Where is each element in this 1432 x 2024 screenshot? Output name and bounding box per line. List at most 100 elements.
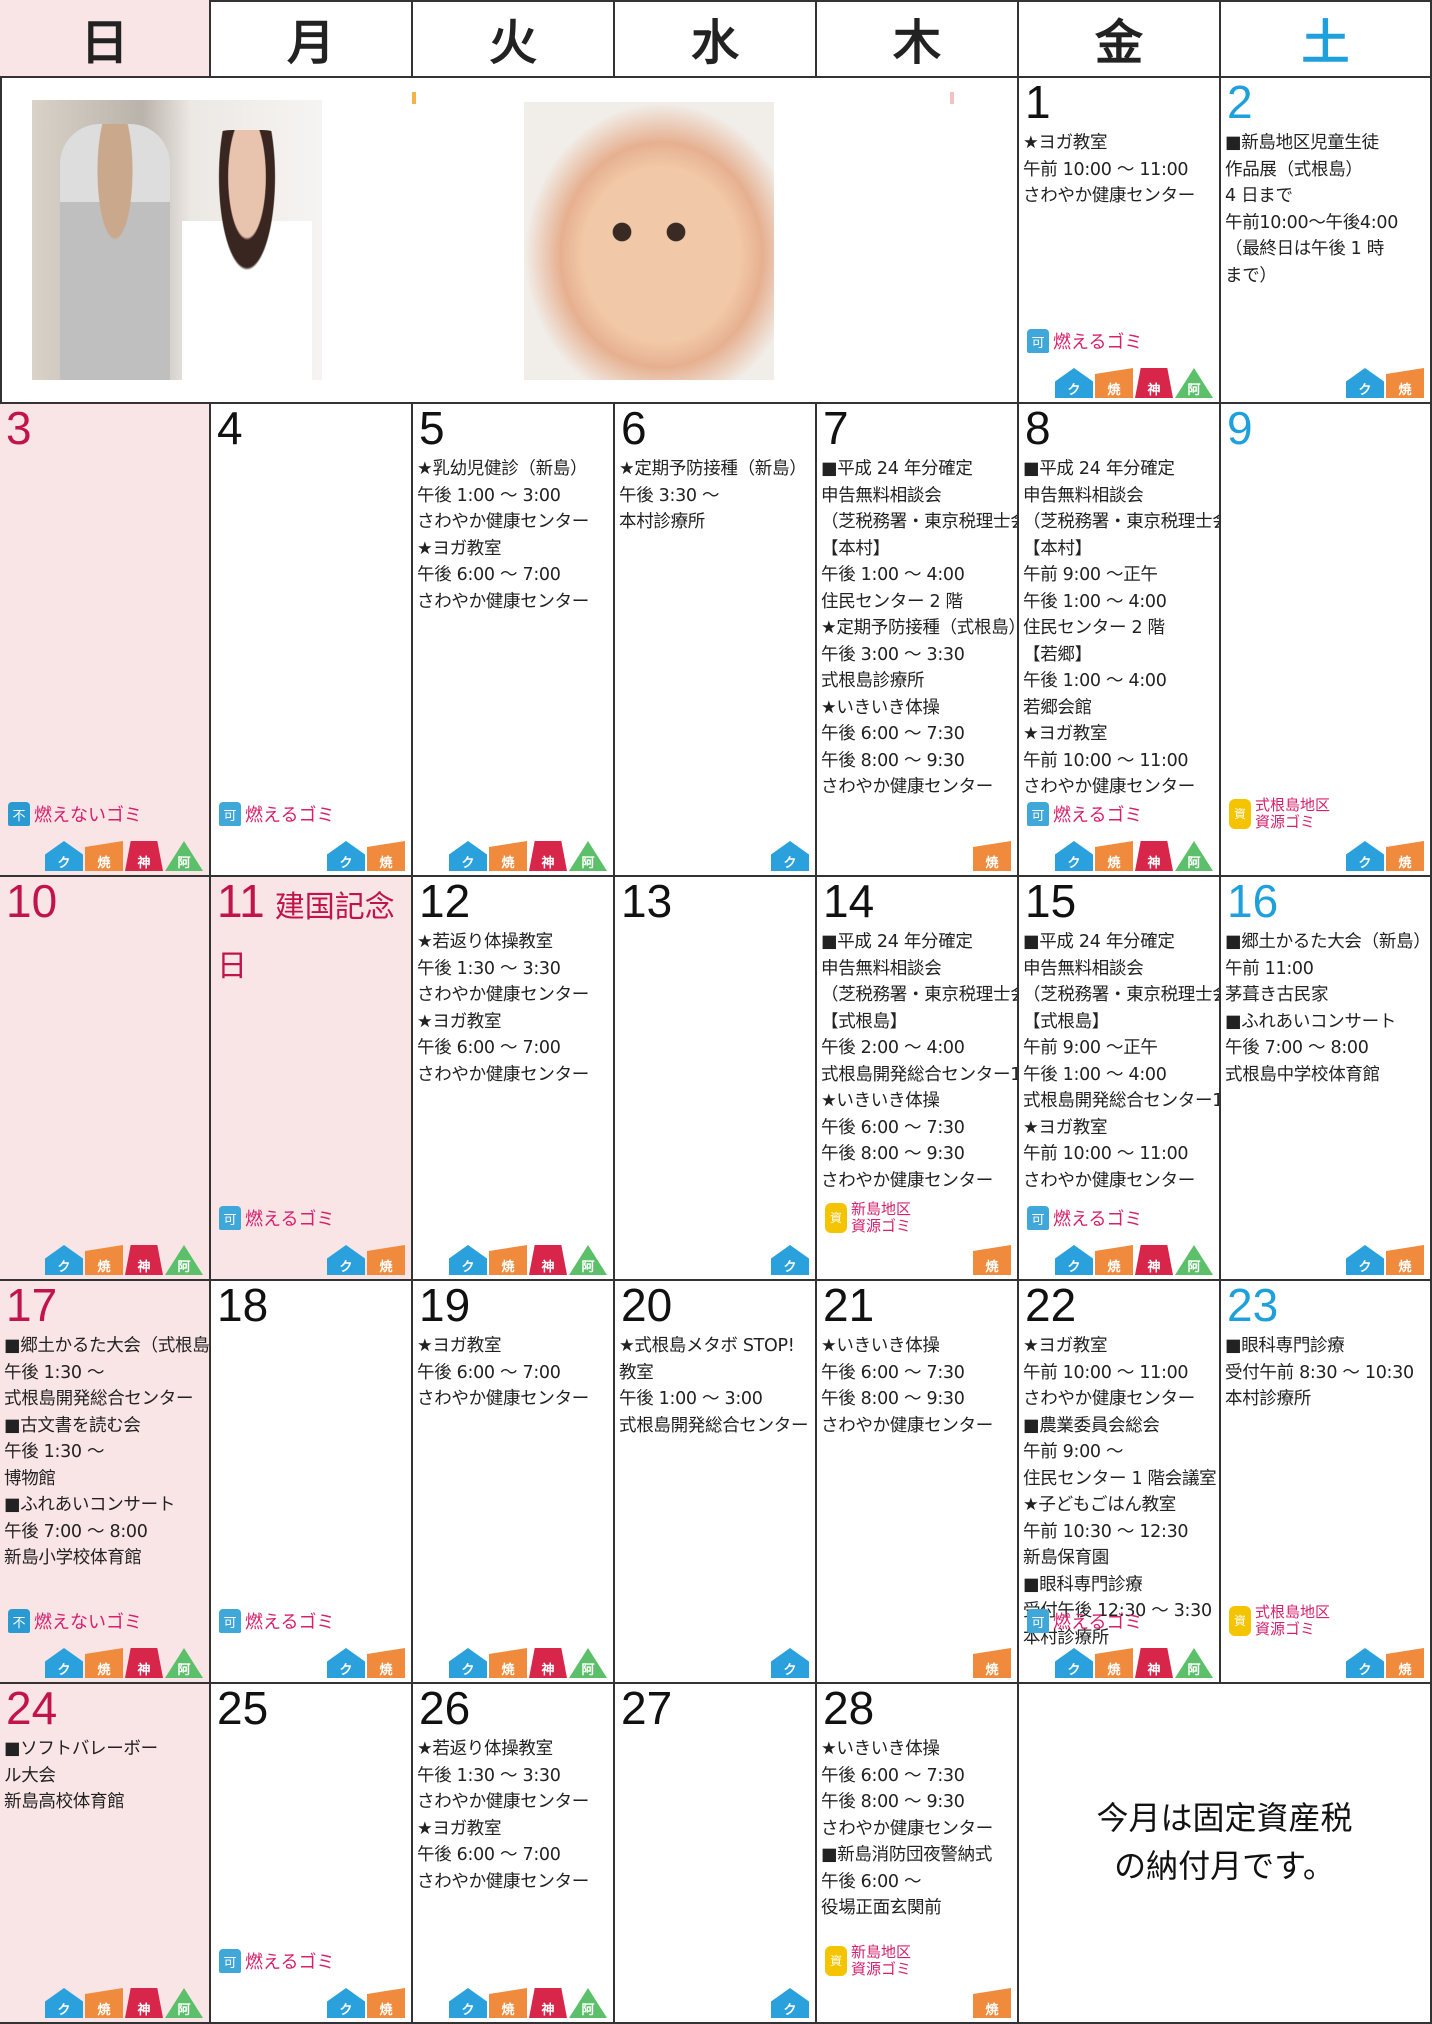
collection-icon-label: 神 bbox=[1147, 1663, 1161, 1678]
collection-icon-label: ク bbox=[57, 856, 71, 871]
day-number: 8 bbox=[1025, 404, 1051, 454]
collection-ya-icon: 焼 bbox=[489, 1245, 527, 1275]
day-cell: 21★いきいき体操 午後 6:00 ～ 7:30 午後 8:00 ～ 9:30 … bbox=[817, 1281, 1019, 1684]
resource-garbage: 資式根島地区 資源ゴミ bbox=[1229, 1604, 1330, 1638]
day-cell: 7■平成 24 年分確定 申告無料相談会 （芝税務署・東京税理士会） 【本村】 … bbox=[817, 404, 1019, 877]
collection-a-icon: 阿 bbox=[569, 1245, 607, 1275]
collection-ji-icon: 神 bbox=[1135, 1648, 1173, 1678]
collection-icon-label: ク bbox=[1358, 1260, 1372, 1275]
collection-icons: ク焼 bbox=[1346, 1245, 1424, 1275]
garbage-label: 燃えないゴミ bbox=[34, 805, 142, 826]
collection-ji-icon: 神 bbox=[125, 1648, 163, 1678]
day-number-text: 3 bbox=[6, 404, 32, 454]
day-number: 13 bbox=[621, 877, 672, 927]
collection-icon-label: 神 bbox=[137, 1663, 151, 1678]
collection-icon-label: 焼 bbox=[97, 1260, 111, 1275]
garbage-moeru: 可燃えるゴミ bbox=[1027, 801, 1142, 827]
collection-icon-label: 焼 bbox=[1107, 383, 1121, 398]
day-cell: 6★定期予防接種（新島） 午後 3:30 ～ 本村診療所ク bbox=[615, 404, 817, 877]
collection-ji-icon: 神 bbox=[529, 841, 567, 871]
day-cell: 1★ヨガ教室 午前 10:00 ～ 11:00 さわやか健康センター可燃えるゴミ… bbox=[1019, 78, 1221, 404]
collection-icon-label: 神 bbox=[1147, 1260, 1161, 1275]
day-number-text: 1 bbox=[1025, 78, 1051, 128]
burnable-garbage-icon: 可 bbox=[219, 1206, 241, 1230]
day-number: 10 bbox=[6, 877, 57, 927]
collection-icon-label: 焼 bbox=[501, 1260, 515, 1275]
collection-icons: ク bbox=[771, 1245, 809, 1275]
collection-ku-icon: ク bbox=[1346, 1245, 1384, 1275]
collection-icon-label: ク bbox=[57, 1663, 71, 1678]
day-number: 15 bbox=[1025, 877, 1076, 927]
collection-icon-label: ク bbox=[1358, 383, 1372, 398]
collection-icon-label: ク bbox=[461, 1260, 475, 1275]
garbage-label: 燃えるゴミ bbox=[1053, 332, 1143, 353]
day-number: 4 bbox=[217, 404, 243, 454]
garbage-moeru: 可燃えるゴミ bbox=[219, 1608, 334, 1634]
collection-icon-label: 焼 bbox=[1398, 383, 1412, 398]
collection-icons: ク bbox=[771, 841, 809, 871]
burnable-garbage-icon: 可 bbox=[1027, 1609, 1049, 1633]
collection-ya-icon: 焼 bbox=[85, 1245, 123, 1275]
collection-icon-label: 阿 bbox=[581, 2003, 595, 2018]
collection-icons: ク焼神阿 bbox=[1055, 1245, 1213, 1275]
day-events: ■郷土かるた大会（新島） 午前 11:00 茅葺き古民家 ■ふれあいコンサート … bbox=[1225, 932, 1431, 1085]
collection-ji-icon: 神 bbox=[125, 1245, 163, 1275]
collection-icon-label: 焼 bbox=[97, 1663, 111, 1678]
collection-icon-label: ク bbox=[1067, 383, 1081, 398]
collection-a-icon: 阿 bbox=[1175, 1648, 1213, 1678]
collection-icon-label: ク bbox=[461, 1663, 475, 1678]
day-number-text: 13 bbox=[621, 877, 673, 927]
collection-icon-label: ク bbox=[1067, 856, 1081, 871]
garbage-label: 燃えるゴミ bbox=[245, 1612, 335, 1633]
collection-ji-icon: 神 bbox=[1135, 1245, 1173, 1275]
collection-ya-icon: 焼 bbox=[1386, 1245, 1424, 1275]
collection-icon-label: 阿 bbox=[177, 1663, 191, 1678]
garbage-moenai: 不燃えないゴミ bbox=[8, 801, 142, 827]
collection-ku-icon: ク bbox=[449, 1245, 487, 1275]
collection-icon-label: 焼 bbox=[379, 1260, 393, 1275]
collection-ku-icon: ク bbox=[327, 1988, 365, 2018]
collection-a-icon: 阿 bbox=[1175, 1245, 1213, 1275]
garbage-moenai: 不燃えないゴミ bbox=[8, 1608, 142, 1634]
collection-ku-icon: ク bbox=[1346, 368, 1384, 398]
day-number-text: 17 bbox=[6, 1281, 58, 1331]
collection-icon-label: 阿 bbox=[177, 856, 191, 871]
collection-icon-label: 焼 bbox=[379, 2003, 393, 2018]
day-number: 12 bbox=[419, 877, 470, 927]
collection-icons: ク焼 bbox=[327, 1988, 405, 2018]
garbage-label: 燃えないゴミ bbox=[34, 1612, 142, 1633]
day-number-text: 18 bbox=[217, 1281, 269, 1331]
weekday-header: 日 bbox=[0, 0, 211, 78]
collection-ya-icon: 焼 bbox=[973, 1245, 1011, 1275]
collection-ya-icon: 焼 bbox=[367, 1988, 405, 2018]
burnable-garbage-icon: 可 bbox=[219, 1609, 241, 1633]
collection-ya-icon: 焼 bbox=[1386, 1648, 1424, 1678]
day-number: 26 bbox=[419, 1684, 470, 1734]
collection-ya-icon: 焼 bbox=[1095, 1648, 1133, 1678]
day-cell: 24■ソフトバレーボー ル大会 新島高校体育館ク焼神阿 bbox=[0, 1684, 211, 2024]
collection-a-icon: 阿 bbox=[569, 1648, 607, 1678]
day-cell: 23■眼科専門診療 受付午前 8:30 ～ 10:30 本村診療所資式根島地区 … bbox=[1221, 1281, 1432, 1684]
day-number: 14 bbox=[823, 877, 874, 927]
collection-icon-label: 焼 bbox=[1398, 856, 1412, 871]
collection-ku-icon: ク bbox=[45, 841, 83, 871]
garbage-label: 燃えるゴミ bbox=[1053, 1612, 1143, 1633]
collection-icons: ク焼神阿 bbox=[1055, 841, 1213, 871]
burnable-garbage-icon: 可 bbox=[219, 1949, 241, 1973]
collection-icon-label: 神 bbox=[541, 1260, 555, 1275]
collection-icon-label: 焼 bbox=[501, 856, 515, 871]
collection-ku-icon: ク bbox=[771, 1648, 809, 1678]
collection-icon-label: ク bbox=[1358, 856, 1372, 871]
collection-ku-icon: ク bbox=[45, 1988, 83, 2018]
day-number-text: 27 bbox=[621, 1684, 673, 1734]
day-cell: 5★乳幼児健診（新島） 午後 1:00 ～ 3:00 さわやか健康センター ★ヨ… bbox=[413, 404, 615, 877]
collection-icon-label: ク bbox=[461, 2003, 475, 2018]
collection-icons: 焼 bbox=[973, 1988, 1011, 2018]
collection-ji-icon: 神 bbox=[529, 1245, 567, 1275]
day-events: ■平成 24 年分確定 申告無料相談会 （芝税務署・東京税理士会） 【本村】 午… bbox=[1023, 459, 1219, 797]
